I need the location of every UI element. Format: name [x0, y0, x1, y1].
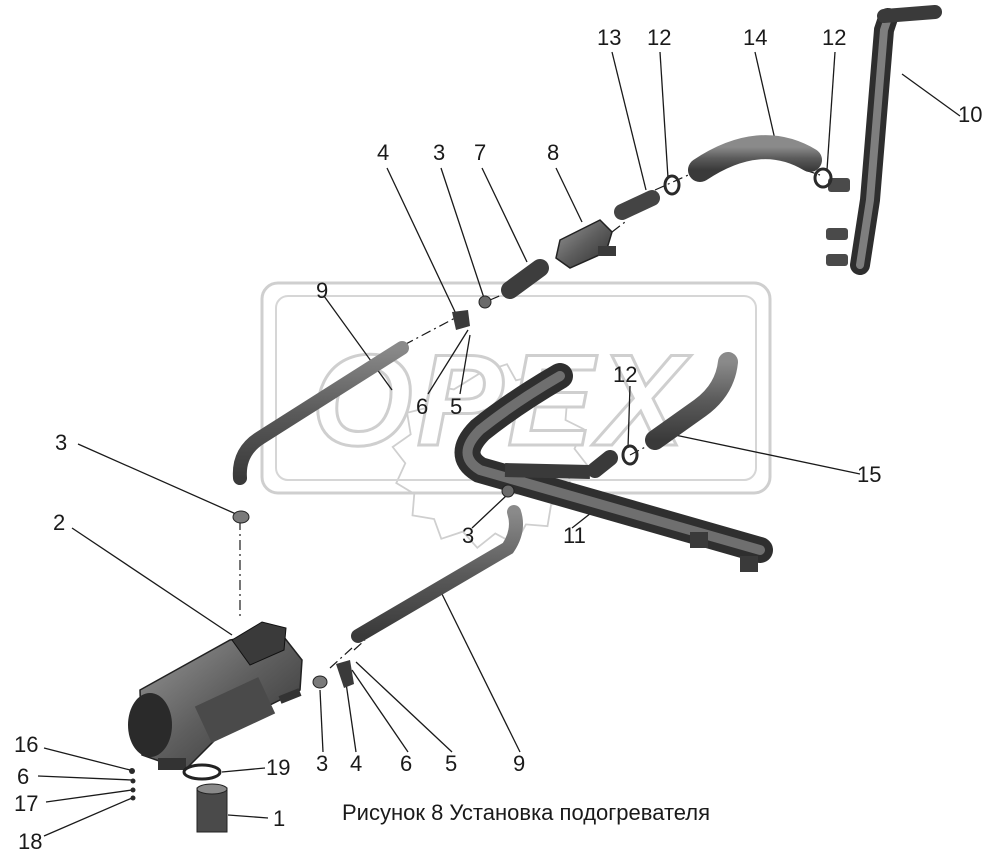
callout-17: 17	[14, 791, 39, 816]
callout-12: 12	[647, 25, 672, 50]
part-11-pipe-assembly	[454, 363, 773, 572]
part-8-valve	[555, 219, 616, 269]
callout-6: 6	[400, 751, 413, 776]
part-2-heater	[128, 621, 303, 771]
callout-15: 15	[857, 462, 882, 487]
callout-5: 5	[450, 394, 463, 419]
part-3-nut	[501, 484, 515, 498]
part-10-pipe	[826, 5, 942, 275]
callout-16: 16	[14, 732, 39, 757]
callout-2: 2	[53, 510, 66, 535]
callout-14: 14	[743, 25, 768, 50]
callout-9: 9	[513, 751, 526, 776]
callout-12: 12	[822, 25, 847, 50]
part-9-hose-lower	[351, 505, 523, 643]
callout-6: 6	[416, 394, 429, 419]
part-3-nut	[232, 510, 250, 524]
callout-3: 3	[462, 523, 475, 548]
callout-7: 7	[474, 140, 487, 165]
figure-caption: Рисунок 8 Установка подогревателя	[342, 800, 711, 825]
callout-6: 6	[17, 764, 30, 789]
callout-10: 10	[958, 102, 983, 127]
part-1-filter	[196, 783, 228, 833]
part-14-hose	[688, 135, 822, 182]
part-4-bracket	[336, 660, 354, 688]
small-fasteners	[129, 768, 136, 801]
callout-5: 5	[445, 751, 458, 776]
part-3-nut	[478, 295, 492, 309]
part-3-nut	[312, 675, 328, 689]
callout-12: 12	[613, 362, 638, 387]
callout-3: 3	[55, 430, 68, 455]
callout-11: 11	[563, 523, 586, 548]
callout-9: 9	[316, 278, 329, 303]
callout-3: 3	[316, 751, 329, 776]
leader-lines	[37, 51, 961, 837]
watermark-gear	[391, 363, 589, 550]
part-12-clamp	[621, 444, 639, 466]
callout-18: 18	[18, 829, 43, 854]
callout-4: 4	[377, 140, 390, 165]
callout-4: 4	[350, 751, 363, 776]
part-12-clamp	[813, 167, 833, 189]
part-7-fitting	[501, 259, 549, 299]
part-13-fitting	[614, 190, 660, 220]
callout-19: 19	[266, 755, 291, 780]
callout-3: 3	[433, 140, 446, 165]
part-19-ring	[182, 763, 222, 781]
callout-8: 8	[547, 140, 560, 165]
part-9-hose-upper	[232, 341, 409, 485]
part-4-bracket	[452, 310, 470, 330]
part-15-hose	[645, 352, 738, 450]
callout-13: 13	[597, 25, 622, 50]
callout-1: 1	[273, 806, 286, 831]
part-12-clamp	[663, 174, 681, 196]
